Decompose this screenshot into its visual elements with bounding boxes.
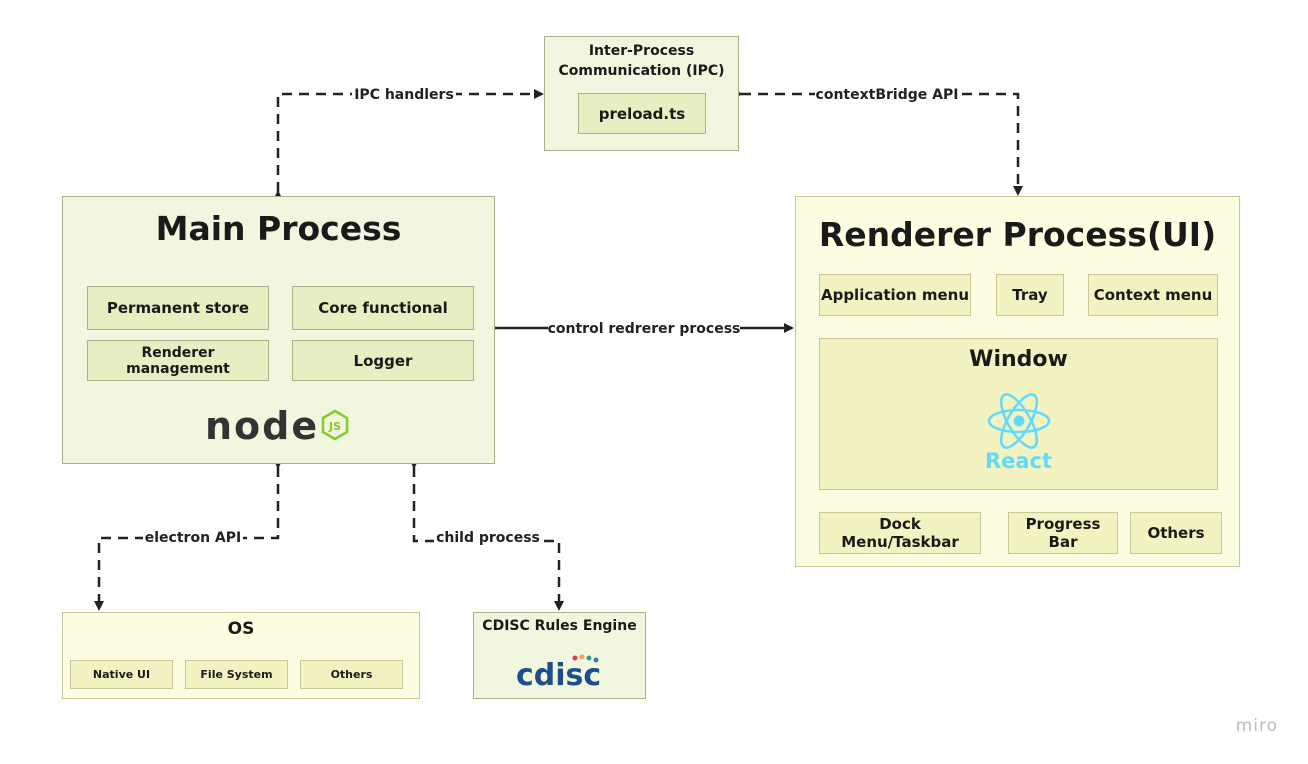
renderer-item-tray[interactable]: Tray	[996, 274, 1064, 316]
label-context-bridge: contextBridge API	[816, 87, 959, 103]
react-logo-icon	[987, 393, 1051, 449]
node-logo-text: node	[205, 404, 319, 448]
miro-watermark: miro	[1235, 716, 1278, 736]
window-title: Window	[969, 347, 1068, 372]
renderer-item-dock-menu[interactable]: Dock Menu/Taskbar	[819, 512, 981, 554]
os-item-native-ui[interactable]: Native UI	[70, 660, 173, 689]
cdisc-logo-icon: cdisc	[516, 654, 601, 691]
main-item-permanent-store[interactable]: Permanent store	[87, 286, 269, 330]
cdisc-box[interactable]: CDISC Rules Engine cdisc	[473, 612, 646, 699]
preload-box[interactable]: preload.ts	[578, 93, 706, 134]
label-ipc-handlers: IPC handlers	[354, 87, 454, 103]
js-hexagon-icon: JS	[321, 409, 349, 441]
nodejs-logo-icon: node JS	[205, 404, 349, 448]
label-child-process: child process	[436, 530, 540, 546]
main-process-box[interactable]: Main Process Permanent store Core functi…	[62, 196, 495, 464]
ipc-box[interactable]: Inter-Process Communication (IPC) preloa…	[544, 36, 739, 151]
renderer-process-box[interactable]: Renderer Process(UI) Application menu Tr…	[795, 196, 1240, 567]
edge-ipc-handlers	[273, 89, 544, 200]
renderer-item-context-menu[interactable]: Context menu	[1088, 274, 1218, 316]
os-item-others[interactable]: Others	[300, 660, 403, 689]
label-control-renderer: control redrerer process	[548, 321, 741, 337]
react-label: React	[984, 449, 1053, 473]
ipc-title-line2: Communication (IPC)	[558, 63, 725, 79]
main-item-renderer-management[interactable]: Renderer management	[87, 340, 269, 381]
main-process-title: Main Process	[155, 209, 402, 248]
main-item-logger[interactable]: Logger	[292, 340, 474, 381]
os-title: OS	[227, 619, 255, 639]
renderer-item-application-menu[interactable]: Application menu	[819, 274, 971, 316]
ipc-title-line1: Inter-Process	[588, 43, 695, 59]
renderer-item-others[interactable]: Others	[1130, 512, 1222, 554]
cdisc-logo-text: cdisc	[516, 658, 601, 691]
os-box[interactable]: OS Native UI File System Others	[62, 612, 420, 699]
window-box[interactable]: Window React	[819, 338, 1218, 490]
edge-child-process	[409, 459, 564, 611]
renderer-process-title: Renderer Process(UI)	[818, 215, 1217, 254]
main-item-core-functional[interactable]: Core functional	[292, 286, 474, 330]
svg-text:JS: JS	[328, 420, 341, 433]
os-item-file-system[interactable]: File System	[185, 660, 288, 689]
label-electron-api: electron API	[145, 530, 241, 546]
edge-context-bridge	[733, 89, 1023, 196]
renderer-item-progress-bar[interactable]: Progress Bar	[1008, 512, 1118, 554]
cdisc-title: CDISC Rules Engine	[482, 618, 637, 634]
